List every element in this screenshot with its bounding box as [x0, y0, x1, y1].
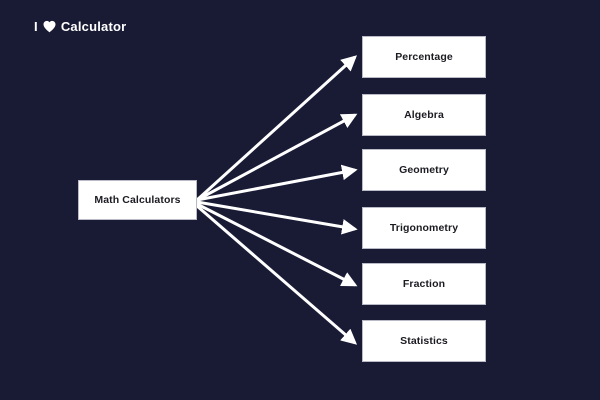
edge-to-algebra [196, 113, 358, 202]
logo-word-text: Calculator [60, 19, 127, 34]
node-label: Geometry [399, 164, 449, 176]
edge-to-fraction [196, 202, 358, 287]
node-label: Trigonometry [389, 222, 459, 234]
edge-to-percentage [195, 55, 358, 202]
node-math-calculators[interactable]: Math Calculators [78, 180, 197, 220]
edge-to-geometry [196, 164, 358, 202]
logo-prefix-text: I [34, 19, 38, 34]
node-percentage[interactable]: Percentage [362, 36, 486, 78]
node-label: Algebra [404, 109, 444, 121]
node-statistics[interactable]: Statistics [362, 320, 486, 362]
node-label: Math Calculators [94, 194, 181, 206]
heart-icon [42, 19, 57, 34]
node-algebra[interactable]: Algebra [362, 94, 486, 136]
edge-to-statistics [196, 204, 358, 345]
node-geometry[interactable]: Geometry [362, 149, 486, 191]
node-label: Statistics [400, 335, 448, 347]
node-label: Percentage [395, 51, 453, 63]
node-trigonometry[interactable]: Trigonometry [362, 207, 486, 249]
edge-to-trigonometry [196, 200, 358, 235]
brand-logo[interactable]: I Calculator [34, 19, 126, 34]
node-fraction[interactable]: Fraction [362, 263, 486, 305]
node-label: Fraction [402, 278, 446, 290]
